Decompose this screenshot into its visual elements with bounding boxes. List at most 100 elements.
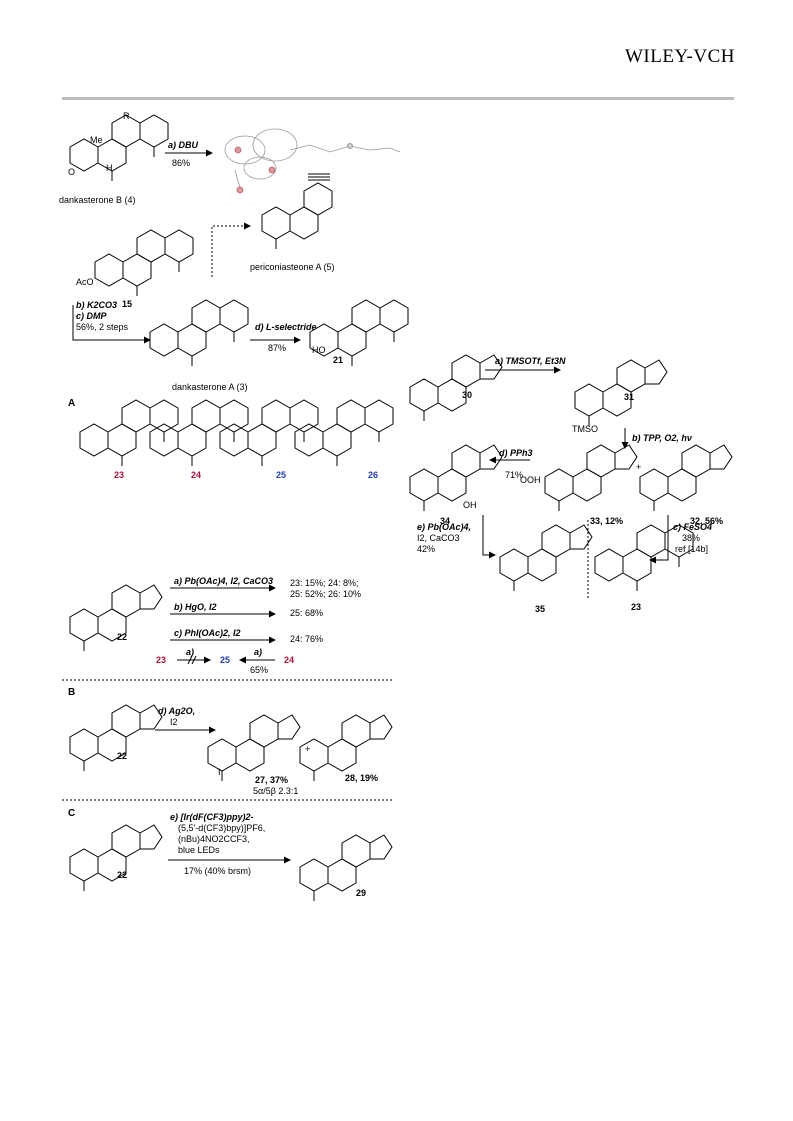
cond-feso4: c) FeSO4	[673, 522, 713, 532]
compound-27-structure	[207, 714, 301, 782]
atom-aco: AcO	[76, 277, 94, 287]
iso-right: 24	[284, 655, 295, 665]
label-dankasterone-b: dankasterone B (4)	[59, 195, 136, 205]
result-a-1: 23: 15%; 24: 8%;	[290, 578, 359, 588]
yield-feso4: 38%	[682, 533, 701, 543]
label-27: 27, 37%	[255, 775, 289, 785]
fragment-26	[294, 399, 394, 467]
cond-pboac-2: I2, CaCO3	[417, 533, 460, 543]
yield-pboac: 42%	[417, 544, 436, 554]
plus-b: +	[305, 744, 311, 754]
iso-mid: 25	[220, 655, 231, 665]
label-23: 23	[114, 470, 125, 480]
iso-cond-left: a)	[186, 647, 195, 657]
compound-31-structure	[574, 359, 668, 427]
compound-15-structure	[94, 229, 194, 297]
label-28: 28, 19%	[345, 773, 379, 783]
label-30: 30	[462, 390, 473, 400]
label-34: 34	[440, 516, 451, 526]
yield-photo: 17% (40% brsm)	[184, 866, 252, 876]
compound-32-structure	[639, 444, 733, 512]
cond-b: b) HgO, I2	[174, 602, 217, 612]
compound-35-structure	[499, 524, 593, 592]
label-29: 29	[356, 888, 367, 898]
compound-22b-structure	[69, 704, 163, 772]
arrow-pboac-right	[482, 515, 496, 559]
compound-22a-structure	[69, 584, 163, 652]
atom-me: Me	[90, 135, 103, 145]
iso-cond-right: a)	[254, 647, 263, 657]
compound-33-structure	[544, 444, 638, 512]
dankasterone-b-structure	[69, 114, 169, 182]
label-33: 33, 12%	[590, 516, 624, 526]
label-dankasterone-a: dankasterone A (3)	[172, 382, 248, 392]
label-15: 15	[122, 299, 133, 309]
iso-yield: 65%	[250, 665, 269, 675]
atom-o: O	[68, 167, 76, 177]
plus-sign: +	[636, 462, 642, 472]
dankasterone-a-structure	[149, 299, 249, 367]
compound-30-structure	[409, 354, 503, 422]
atom-ooh: OOH	[520, 475, 541, 485]
dotted-arrow	[211, 222, 251, 277]
arrow-feso4	[649, 515, 669, 564]
label-26: 26	[368, 470, 379, 480]
label-tmso: TMSO	[572, 424, 598, 434]
fragment-25	[219, 399, 319, 467]
ref-feso4: ref [14b]	[675, 544, 709, 554]
cond-tpp: b) TPP, O2, hν	[632, 433, 692, 443]
header-rule	[62, 97, 734, 100]
periconiasteone-structure	[261, 182, 333, 249]
label-27-ratio: 5α/5β 2.3:1	[253, 786, 299, 796]
cond-k2co3: b) K2CO3	[76, 300, 118, 310]
label-22-a: 22	[117, 632, 128, 642]
compound-34-structure	[409, 444, 503, 512]
cond-pboac-1: e) Pb(OAc)4,	[417, 522, 472, 532]
compound-21-structure	[309, 299, 409, 367]
cond-dbu: a) DBU	[168, 140, 199, 150]
cond-c: c) PhI(OAc)2, I2	[174, 628, 241, 638]
result-c: 24: 76%	[290, 634, 324, 644]
yield-dbu: 86%	[172, 158, 191, 168]
section-b-label: B	[68, 687, 76, 698]
crystal-structure	[224, 128, 401, 194]
cond-a: a) Pb(OAc)4, I2, CaCO3	[174, 576, 274, 586]
result-b: 25: 68%	[290, 608, 324, 618]
cond-photo-4: blue LEDs	[178, 845, 220, 855]
label-24: 24	[191, 470, 202, 480]
label-22-b: 22	[117, 751, 128, 761]
cond-pph3: d) PPh3	[499, 448, 533, 458]
cond-two-steps: 56%, 2 steps	[76, 322, 129, 332]
atom-r: R	[123, 111, 130, 121]
cond-ag2o: d) Ag2O,	[158, 706, 196, 716]
label-22-c: 22	[117, 870, 128, 880]
label-31: 31	[624, 392, 635, 402]
result-a-2: 25: 52%; 26: 10%	[290, 589, 362, 599]
label-21: 21	[333, 355, 344, 365]
cond-photo-1: e) [Ir(dF(CF3)ppy)2-	[170, 812, 254, 822]
atom-h: H	[106, 163, 113, 173]
compound-22c-structure	[69, 824, 163, 892]
cond-tmsotf: a) TMSOTf, Et3N	[495, 356, 566, 366]
arrow-k2co3	[72, 305, 151, 344]
label-periconiasteone: periconiasteone A (5)	[250, 262, 335, 272]
section-c-label: C	[68, 808, 76, 819]
atom-oh: OH	[463, 500, 477, 510]
cond-i2: I2	[170, 717, 178, 727]
label-35: 35	[535, 604, 546, 614]
yield-lselectride: 87%	[268, 343, 287, 353]
iso-left: 23	[156, 655, 167, 665]
atom-i: I	[218, 767, 221, 777]
compound-29-structure	[299, 834, 393, 902]
label-32: 32, 56%	[690, 516, 724, 526]
compound-28-structure	[299, 714, 393, 782]
compound-23b-structure	[594, 524, 694, 592]
yield-pph3: 71%	[505, 470, 524, 480]
cond-photo-2: (5,5'-d(CF3)bpy)]PF6,	[178, 823, 266, 833]
atom-ho: HO	[312, 345, 326, 355]
cond-photo-3: (nBu)4NO2CCF3,	[178, 834, 250, 844]
label-25: 25	[276, 470, 287, 480]
cond-dmp: c) DMP	[76, 311, 107, 321]
label-23-right: 23	[631, 602, 642, 612]
